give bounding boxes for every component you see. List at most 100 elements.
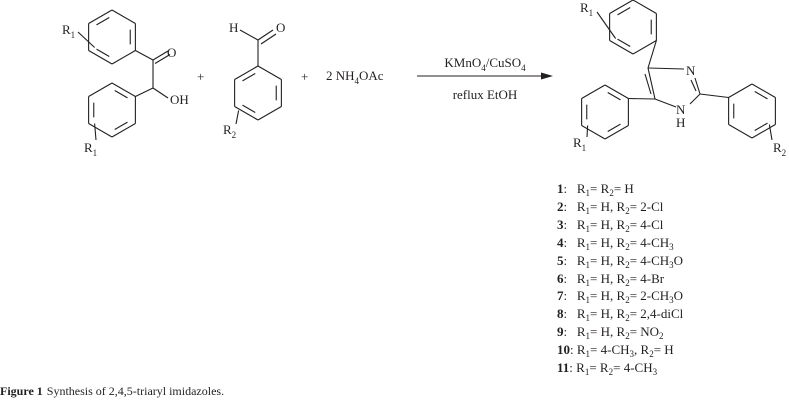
subscript: 1: [585, 259, 591, 270]
compound-number: 8: [557, 306, 564, 322]
substituent-text: = H, R: [590, 288, 626, 304]
compound-item: 7: R1= H, R2= 2-CH3O: [557, 288, 684, 306]
benzene-double-bond: [607, 123, 621, 132]
substituent-text: = 2-Cl: [629, 198, 664, 214]
substituent-text: = H, R: [590, 198, 626, 214]
benzene-double-bond: [242, 104, 256, 113]
carbonyl-bond: [152, 50, 169, 61]
subscript: 2: [625, 331, 630, 342]
plus-sign-1: +: [197, 69, 204, 84]
substituent-text: = H, R: [590, 252, 626, 268]
benzene-ring-bond: [111, 123, 136, 138]
substituent-text: R: [576, 252, 586, 268]
substituent-text: = NO: [629, 324, 660, 340]
substituent-text: = H, R: [590, 270, 626, 286]
benzoin-hydroxyl: OH: [170, 92, 189, 107]
substituent-text: = H, R: [590, 306, 626, 322]
bond: [152, 87, 169, 99]
compound-item: 5: R1= H, R2= 4-CH3O: [557, 252, 684, 270]
substituent-text: = 2,4-diCl: [629, 306, 684, 322]
compound-item: 3: R1= H, R2= 4-Cl: [557, 216, 664, 234]
benzene-ring-bond: [111, 50, 136, 65]
bond: [694, 77, 701, 95]
compound-number: 1: [557, 181, 564, 196]
subscript: 2: [608, 367, 614, 378]
imidazole-n3: N: [686, 63, 696, 78]
compound-item: 10: R1= 4-CH3, R2= H: [557, 342, 674, 360]
compound-item: 6: R1= H, R2= 4-Br: [557, 270, 665, 288]
benzene-ring-bond: [632, 40, 657, 55]
bond: [689, 93, 701, 105]
substituent-text: = 4-CH: [629, 234, 670, 250]
subscript: 3: [652, 367, 658, 378]
subscript: 2: [625, 205, 630, 216]
carbonyl-bond: [257, 29, 274, 41]
carbonyl-bond: [154, 54, 171, 64]
compound-item: 1: R1= R2= H: [557, 181, 634, 198]
subscript: 1: [585, 188, 591, 198]
bond: [647, 40, 657, 69]
substituent-text: R: [576, 324, 586, 340]
substituent-text: R: [576, 181, 586, 196]
benzene-ring-bond: [257, 65, 282, 80]
subscript: 2: [625, 277, 630, 288]
plus-sign-2: +: [301, 69, 308, 84]
compound-number: 10: [557, 342, 570, 358]
subscript: 1: [585, 349, 591, 360]
compound-item: 9: R1= H, R2= NO2: [557, 324, 664, 342]
substituent-text: = H, R: [590, 324, 626, 340]
benzene-ring-bond: [88, 123, 113, 138]
compound-number: 3: [557, 216, 564, 232]
benzene-ring-bond: [609, 0, 634, 14]
product-r1-top-label: R1: [580, 0, 593, 18]
subscript: 1: [584, 367, 590, 378]
benzene-ring-bond: [111, 82, 136, 97]
substituent-text: = H, R: [590, 216, 626, 232]
substituent-text: R: [576, 216, 586, 232]
aldehyde-hydrogen: H: [229, 20, 238, 35]
subscript: 2: [625, 295, 630, 306]
substituent-text: = 4-CH: [590, 342, 630, 358]
benzene-ring-bond: [751, 124, 776, 139]
substituent-text: = 4-CH: [629, 252, 670, 268]
bond: [647, 67, 685, 70]
subscript: 2: [625, 241, 630, 252]
benzoin-r1-bottom-label: R1: [84, 140, 97, 158]
compound-number: 6: [557, 270, 564, 286]
product-r2-label: R2: [773, 140, 786, 158]
imidazole-n1: N: [676, 102, 686, 117]
compound-number: 9: [557, 324, 564, 340]
subscript: 2: [625, 313, 630, 324]
substituent-text: R: [576, 288, 586, 304]
subscript: 1: [585, 277, 591, 288]
subscript: 3: [669, 259, 674, 270]
benzoin-carbonyl-oxygen: O: [167, 45, 176, 60]
r1-bond: [94, 123, 97, 141]
benzene-ring-bond: [632, 0, 657, 14]
benzene-ring-bond: [609, 40, 634, 55]
benzene-double-bond: [617, 7, 631, 16]
subscript: 3: [669, 241, 674, 252]
benzene-double-bond: [754, 91, 768, 100]
benzene-double-bond: [242, 73, 256, 82]
compound-item: 2: R1= H, R2= 2-Cl: [557, 198, 664, 216]
substituent-text: , R: [634, 342, 650, 358]
arrow-head-icon: [541, 72, 553, 80]
compound-number: 5: [557, 252, 564, 268]
substituent-text: O: [673, 288, 684, 304]
substituent-text: R: [576, 360, 585, 376]
subscript: 3: [629, 349, 635, 360]
subscript: 1: [585, 241, 591, 252]
benzene-ring-bond: [257, 106, 282, 121]
caption-text: Synthesis of 2,4,5-triaryl imidazoles.: [46, 384, 225, 398]
benzene-ring-bond: [88, 50, 113, 65]
compound-number: 4: [557, 234, 564, 250]
r1-bond: [586, 125, 589, 138]
subscript: 2: [625, 223, 630, 234]
compound-number: 2: [557, 198, 564, 214]
benzoin-r1-top-label: R1: [62, 22, 75, 40]
substituent-text: R: [576, 270, 586, 286]
substituent-text: R: [576, 198, 586, 214]
